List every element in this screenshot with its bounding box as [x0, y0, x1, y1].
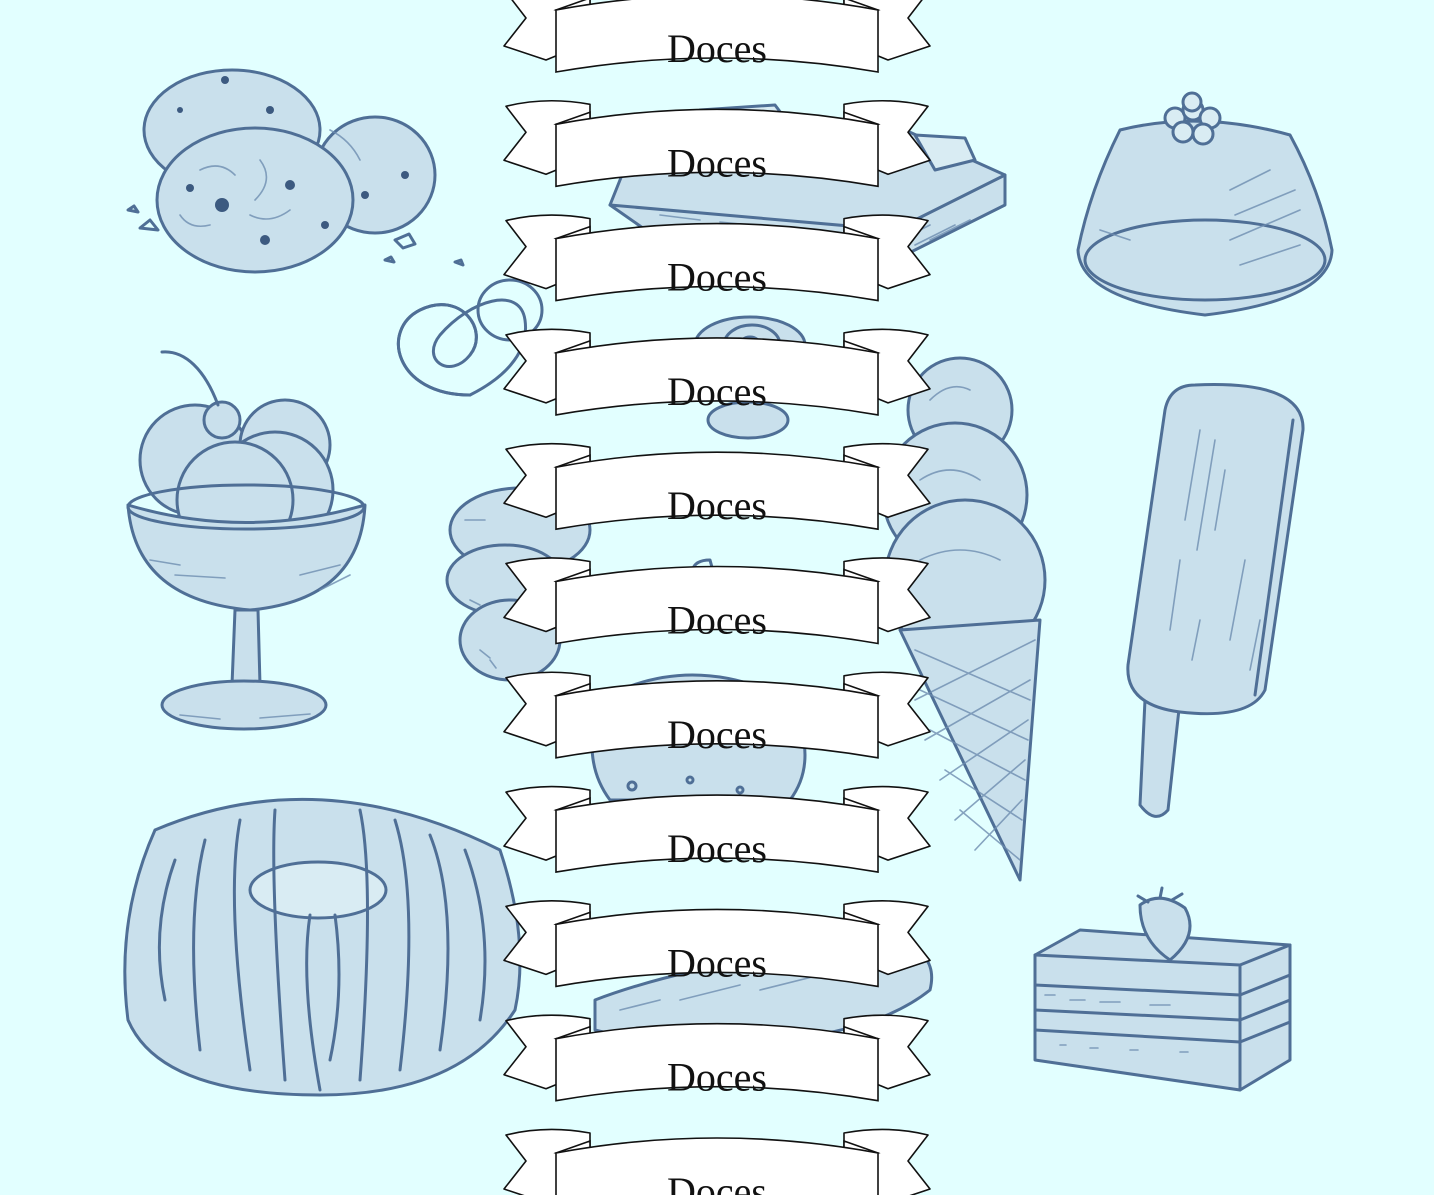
- doces-banner: Doces: [503, 671, 931, 759]
- banner-body: [555, 908, 879, 988]
- banner-label: Doces: [667, 940, 767, 985]
- doces-banner: Doces: [503, 442, 931, 531]
- doces-banner: Doces: [503, 557, 931, 645]
- popsicle-icon: [1126, 383, 1305, 818]
- banner-label: Doces: [667, 140, 767, 185]
- banner-stack: DocesDocesDocesDocesDocesDocesDocesDoces…: [503, 0, 931, 1195]
- doces-banner: Doces: [503, 328, 931, 416]
- bundt-cake-icon: [123, 797, 522, 1097]
- banner-label: Doces: [667, 26, 767, 71]
- doces-banner: Doces: [503, 99, 931, 188]
- banner-body: [555, 337, 879, 416]
- banner-body: [555, 1137, 879, 1195]
- banner-body: [555, 1022, 879, 1102]
- cookies-icon: [126, 68, 465, 274]
- banner-body: [555, 565, 879, 645]
- banner-body: [555, 222, 879, 302]
- banner-body: [555, 680, 879, 759]
- banner-label: Doces: [667, 712, 767, 757]
- layer-cake-slice-icon: [1033, 886, 1292, 1092]
- banner-label: Doces: [667, 1055, 767, 1100]
- banner-label: Doces: [667, 826, 767, 871]
- banner-body: [555, 794, 879, 874]
- banner-label: Doces: [667, 255, 767, 300]
- doces-banner: Doces: [503, 1014, 931, 1102]
- banner-body: [555, 108, 879, 188]
- banner-body: [555, 0, 879, 73]
- doces-banner: Doces: [503, 900, 931, 988]
- pudding-icon: [1076, 91, 1334, 317]
- ice-cream-sundae-icon: [126, 350, 367, 731]
- banner-label: Doces: [667, 598, 767, 643]
- banner-label: Doces: [667, 1169, 767, 1195]
- banner-body: [555, 451, 879, 531]
- doces-banner: Doces: [503, 785, 931, 874]
- doces-banner: Doces: [503, 214, 931, 302]
- banner-label: Doces: [667, 369, 767, 414]
- banner-label: Doces: [667, 483, 767, 528]
- doces-banner: Doces: [503, 0, 931, 73]
- doces-banner: Doces: [503, 1128, 931, 1195]
- pretzel-icon: [396, 278, 544, 397]
